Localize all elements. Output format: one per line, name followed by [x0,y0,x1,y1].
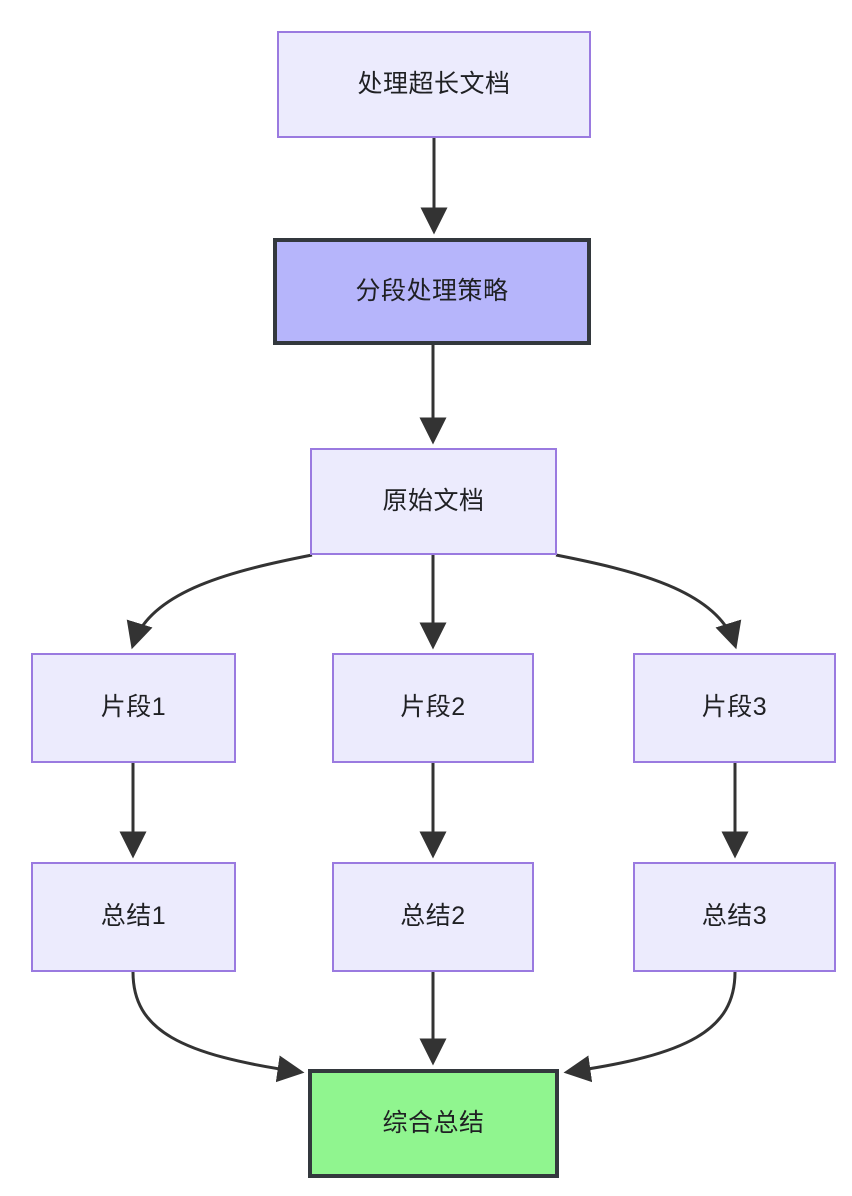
node-chunk-3[interactable]: 片段3 [633,653,836,763]
node-label: 片段2 [400,693,466,722]
node-summary-1[interactable]: 总结1 [31,862,236,972]
node-process-long-document[interactable]: 处理超长文档 [277,31,591,138]
node-label: 处理超长文档 [357,69,511,98]
edge-summary-3-to-final [563,971,737,1083]
edge-source-to-chunk-1 [126,553,313,650]
node-label: 综合总结 [382,1108,485,1137]
node-summary-3[interactable]: 总结3 [633,862,836,972]
node-chunking-strategy[interactable]: 分段处理策略 [273,238,591,345]
node-label: 片段3 [701,693,768,722]
edge-summary-1-to-final [131,971,305,1083]
node-label: 总结3 [701,902,768,931]
node-combined-summary[interactable]: 综合总结 [308,1069,559,1178]
node-summary-2[interactable]: 总结2 [332,862,534,972]
node-chunk-2[interactable]: 片段2 [332,653,534,763]
node-label: 片段1 [100,693,167,722]
node-label: 总结1 [100,902,167,931]
node-chunk-1[interactable]: 片段1 [31,653,236,763]
node-label: 总结2 [400,902,466,931]
node-label: 原始文档 [382,486,485,515]
edge-source-to-chunk-3 [555,553,742,650]
node-label: 分段处理策略 [355,276,509,305]
node-source-document[interactable]: 原始文档 [310,448,557,555]
